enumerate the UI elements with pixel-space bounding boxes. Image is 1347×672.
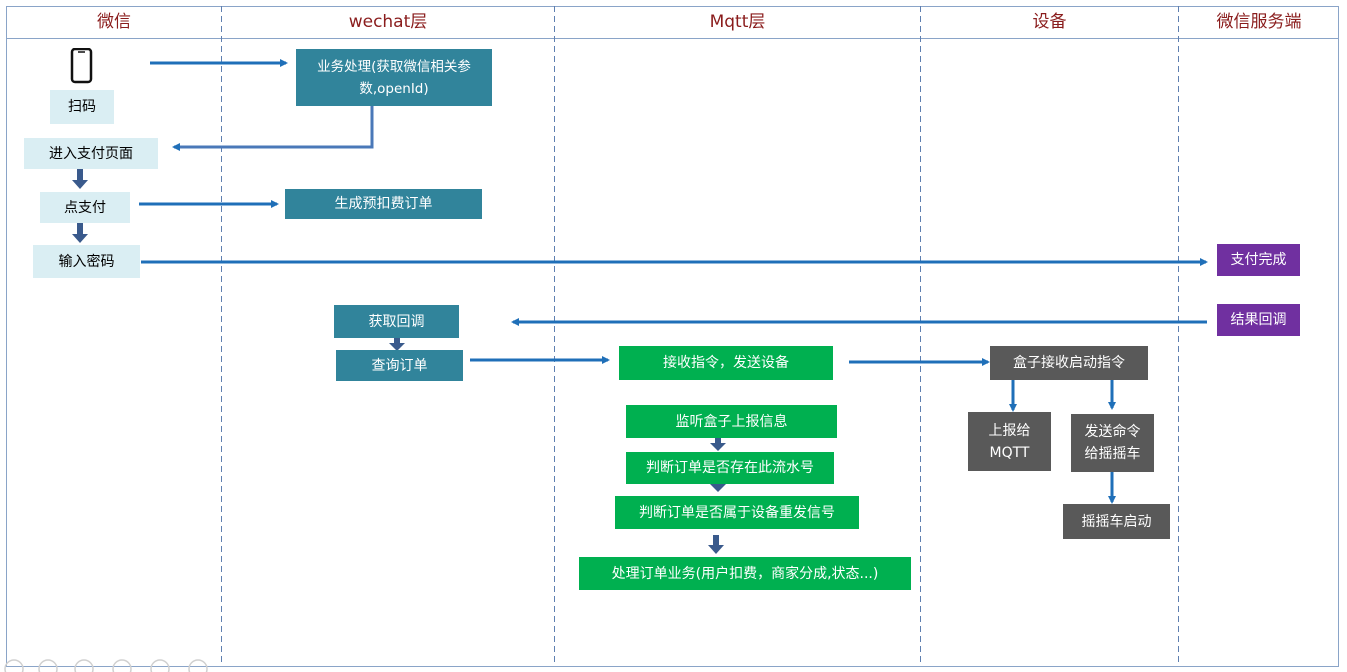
node-result-callback: 结果回调 <box>1217 304 1300 336</box>
down-arrow <box>710 478 726 492</box>
node-pay-done: 支付完成 <box>1217 244 1300 276</box>
node-process-order: 处理订单业务(用户扣费，商家分成,状态...) <box>579 557 911 590</box>
node-check-serial: 判断订单是否存在此流水号 <box>626 452 834 484</box>
down-arrow <box>72 222 88 243</box>
down-arrow <box>708 535 724 554</box>
down-arrow <box>389 337 405 351</box>
node-box-receive: 盒子接收启动指令 <box>990 346 1148 380</box>
lane-title-wechat-layer: wechat层 <box>348 12 428 32</box>
node-business-process: 业务处理(获取微信相关参 数,openId) <box>296 49 492 106</box>
toolbar-circle-icon <box>150 659 170 672</box>
node-enter-password: 输入密码 <box>33 245 140 278</box>
diagram-border <box>6 6 1339 667</box>
lane-title-device: 设备 <box>1032 12 1067 32</box>
lane-title-weixin: 微信 <box>97 12 131 32</box>
faint-toolbar <box>4 659 208 672</box>
node-click-pay: 点支付 <box>40 192 130 223</box>
node-pre-deduct-order: 生成预扣费订单 <box>285 189 482 219</box>
down-arrow <box>72 168 88 189</box>
node-monitor-box: 监听盒子上报信息 <box>626 405 837 438</box>
toolbar-circle-icon <box>112 659 132 672</box>
node-get-callback: 获取回调 <box>334 305 459 338</box>
lane-title-weixin-server: 微信服务端 <box>1216 12 1302 32</box>
node-send-cmd: 发送命令 给摇摇车 <box>1071 414 1154 472</box>
toolbar-circle-icon <box>74 659 94 672</box>
node-receive-cmd: 接收指令，发送设备 <box>619 346 833 380</box>
down-arrows <box>72 168 726 554</box>
down-arrow <box>710 438 726 451</box>
node-scan: 扫码 <box>50 90 114 124</box>
node-car-start: 摇摇车启动 <box>1063 504 1170 539</box>
toolbar-circle-icon <box>38 659 58 672</box>
mobile-phone-icon <box>70 48 93 84</box>
node-check-device: 判断订单是否属于设备重发信号 <box>615 496 859 529</box>
lane-title-mqtt-layer: Mqtt层 <box>709 12 766 32</box>
toolbar-circle-icon <box>188 659 208 672</box>
node-enter-pay-page: 进入支付页面 <box>24 138 158 169</box>
arrow-process-to-paypage <box>172 106 374 151</box>
node-report-mqtt: 上报给 MQTT <box>968 412 1051 471</box>
toolbar-circle-icon <box>4 659 24 672</box>
node-query-order: 查询订单 <box>336 350 463 381</box>
